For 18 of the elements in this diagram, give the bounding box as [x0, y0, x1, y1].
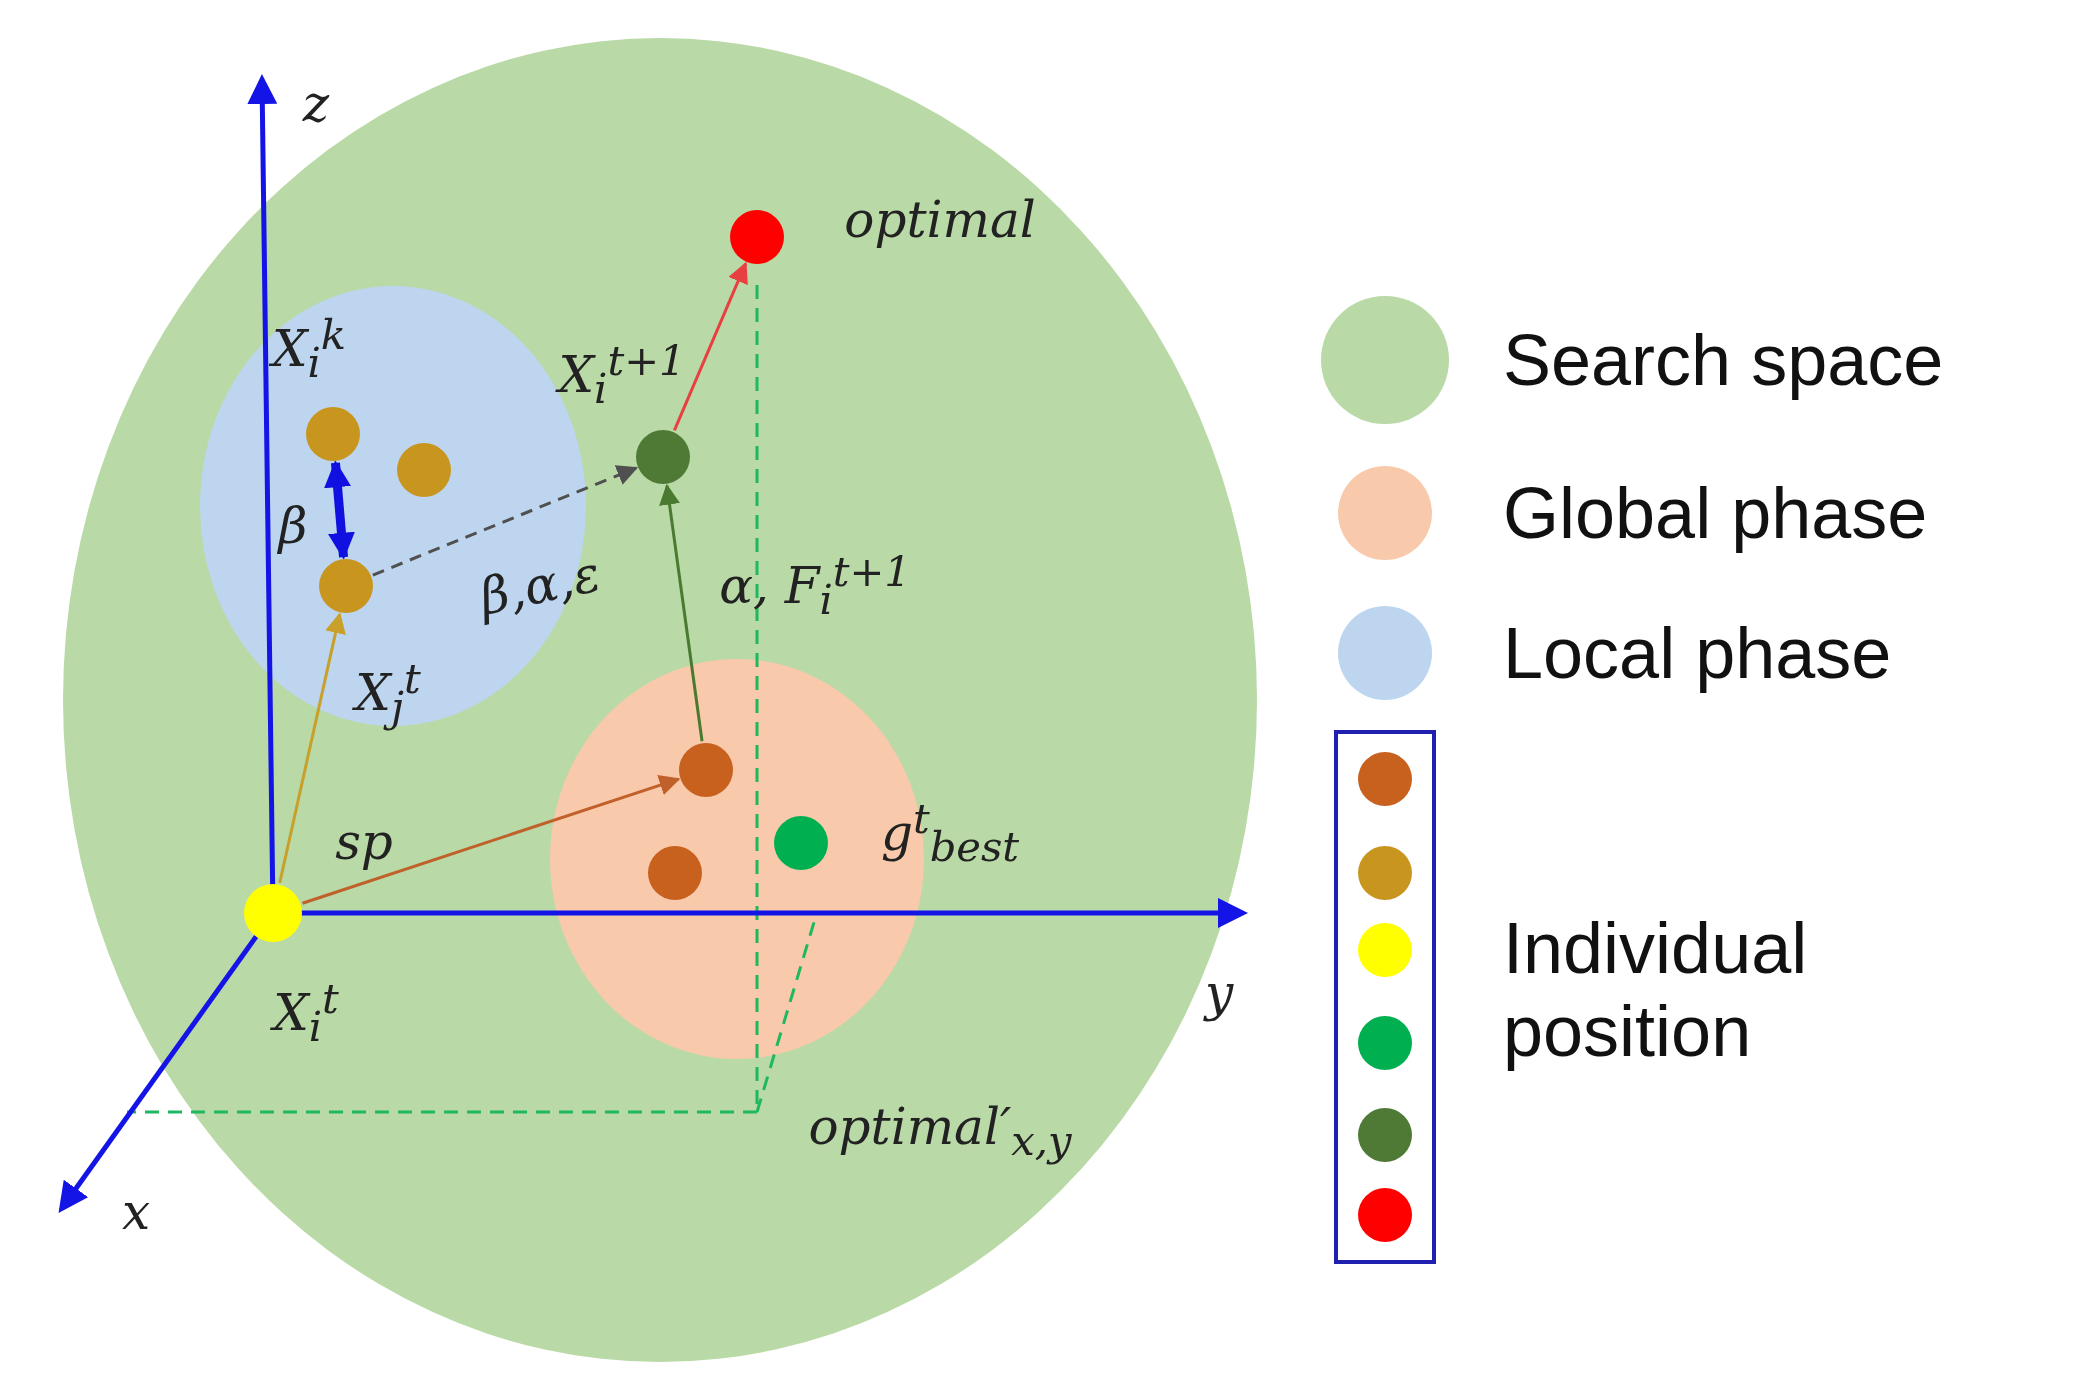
- edge-label: β: [278, 498, 308, 554]
- legend-text: Search space: [1503, 318, 1944, 402]
- legend-text: Individual position: [1503, 907, 1809, 1073]
- arrow: [659, 483, 704, 742]
- point-label: optimal′$_{x,y}$: [808, 1100, 1072, 1164]
- arrow: [324, 460, 355, 560]
- arrow: [673, 261, 748, 431]
- legend-text: Global phase: [1503, 471, 1928, 555]
- axis-label: z: [302, 76, 330, 132]
- axis-label: y: [1204, 965, 1234, 1021]
- position-label: optimal: [844, 192, 1036, 248]
- legend-text: Local phase: [1503, 611, 1892, 695]
- edge-label: sp: [335, 814, 393, 870]
- arrow: [301, 775, 681, 905]
- edge-label: β,α,ε: [474, 546, 606, 626]
- arrow: [372, 465, 639, 577]
- arrow: [278, 612, 346, 884]
- axis-label: x: [121, 1184, 151, 1240]
